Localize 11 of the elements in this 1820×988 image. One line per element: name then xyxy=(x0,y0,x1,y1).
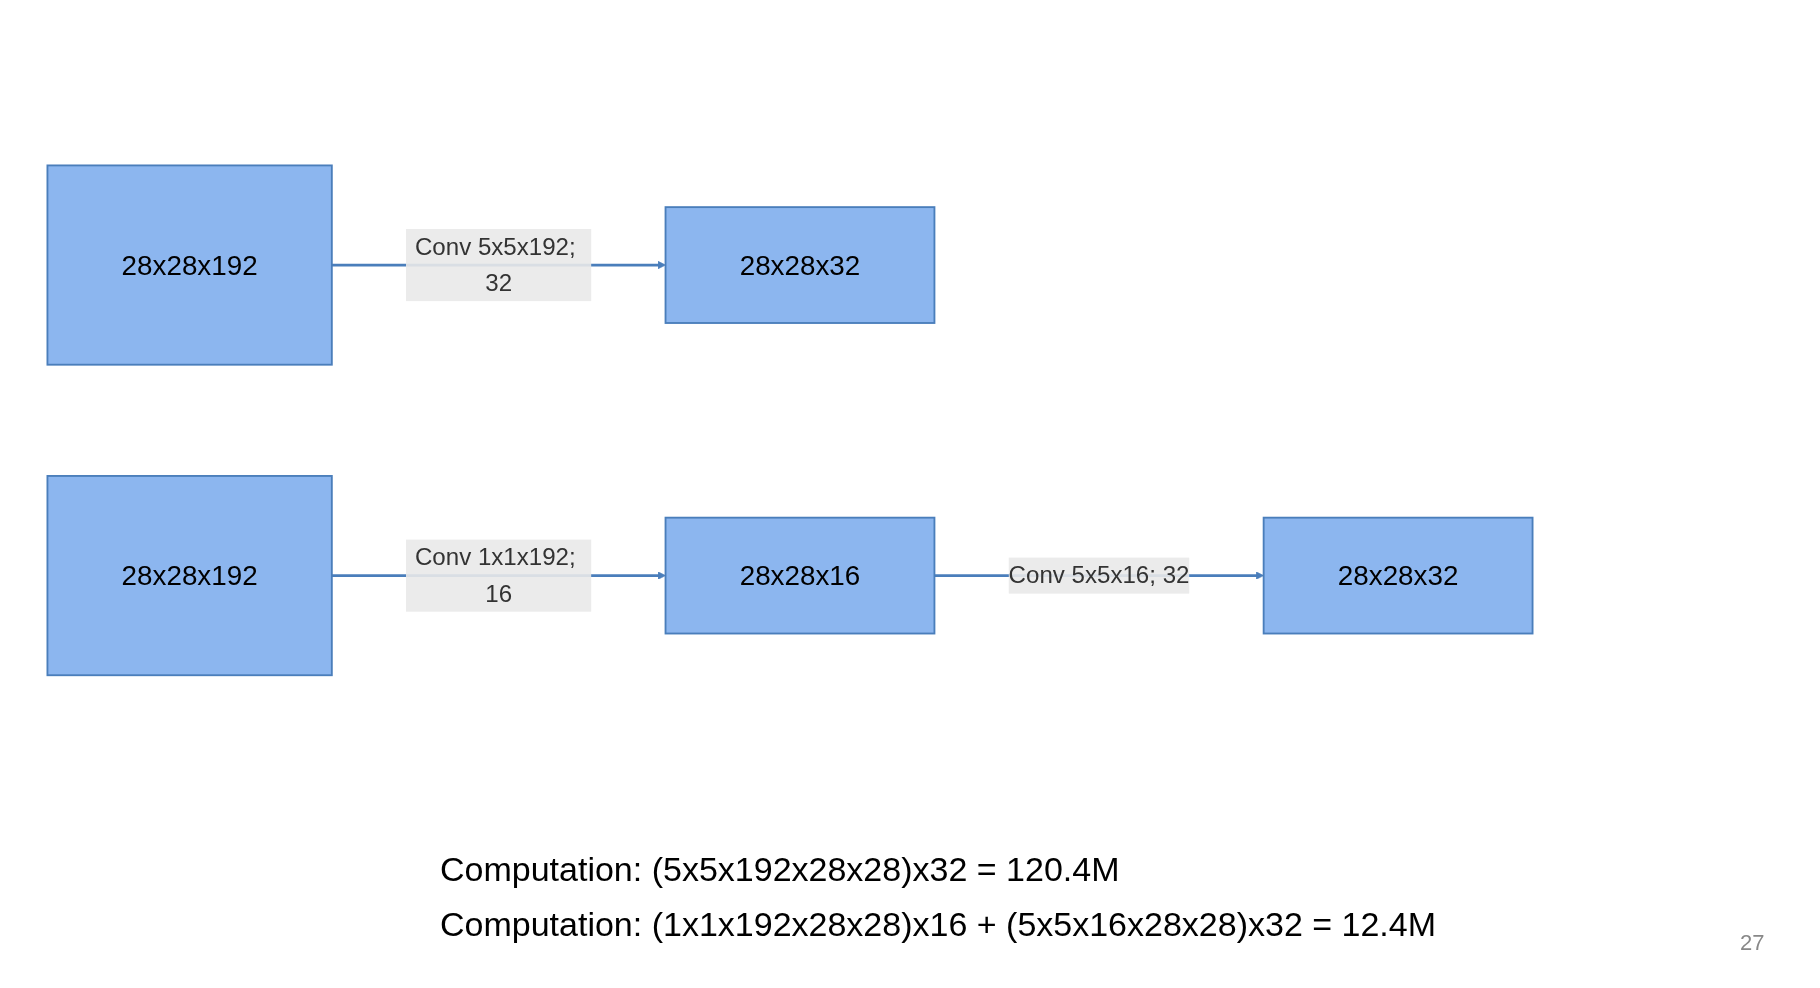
node-box: 28x28x32 xyxy=(1262,516,1534,635)
node-box: 28x28x16 xyxy=(664,516,936,635)
edge-label: Conv 5x5x16; 32 xyxy=(1008,560,1190,589)
page-number: 27 xyxy=(1740,930,1765,956)
node-box: 28x28x192 xyxy=(46,474,333,676)
node-box: 28x28x192 xyxy=(46,164,333,366)
edge-label: Conv 5x5x192; 32 xyxy=(414,232,576,297)
node-box: 28x28x32 xyxy=(664,205,936,324)
edge-label: Conv 1x1x192; 16 xyxy=(414,542,576,607)
computation-note: Computation: (5x5x192x28x28)x32 = 120.4M xyxy=(440,850,1120,889)
computation-note: Computation: (1x1x192x28x28)x16 + (5x5x16x28x28)x32 = 12.4M xyxy=(440,905,1437,944)
